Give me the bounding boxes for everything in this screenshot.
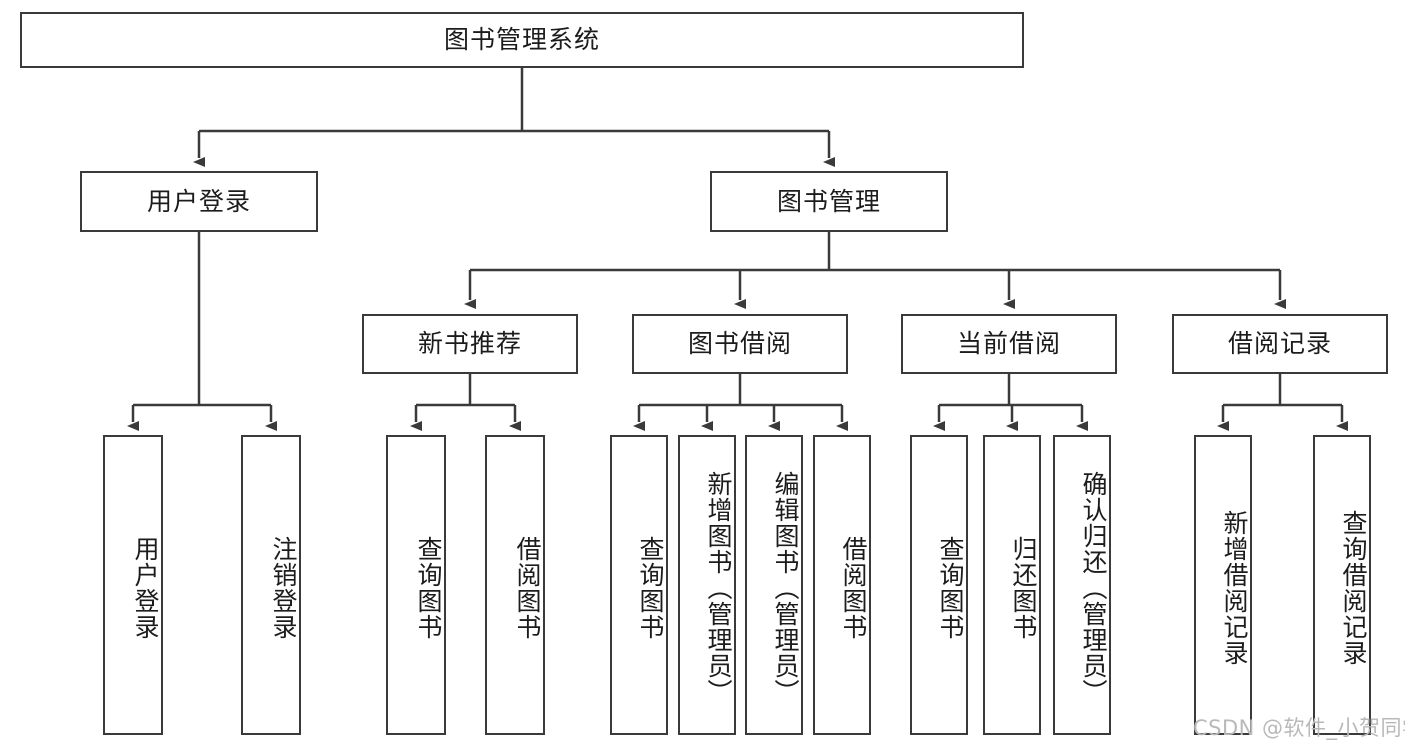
node-current-borrow-label: 当前借阅 [956,329,1061,358]
node-leaf-current-query-book[interactable]: 查询图书 [910,435,968,735]
csdn-watermark: CSDN @软件_小贺同学 [1193,716,1405,740]
node-leaf-borrow-query-book[interactable]: 查询图书 [610,435,668,735]
node-leaf-user-login[interactable]: 用户登录 [103,435,163,735]
node-leaf-borrow-query-book-label: 查询图书 [636,536,665,640]
node-leaf-recommend-query-book[interactable]: 查询图书 [386,435,446,735]
node-root[interactable]: 图书管理系统 [20,12,1024,68]
node-book-borrow-label: 图书借阅 [687,329,792,358]
node-root-label: 图书管理系统 [443,25,600,54]
node-leaf-current-return-book[interactable]: 归还图书 [983,435,1041,735]
node-borrow-record[interactable]: 借阅记录 [1172,314,1388,374]
node-current-borrow[interactable]: 当前借阅 [901,314,1117,374]
node-new-book-recommend[interactable]: 新书推荐 [362,314,578,374]
node-leaf-borrow-add-book-label: 新增图书（管理员） [704,471,733,705]
node-leaf-recommend-borrow-book[interactable]: 借阅图书 [485,435,545,735]
node-leaf-borrow-borrow-book-label: 借阅图书 [839,536,868,640]
node-leaf-record-add-label: 新增借阅记录 [1220,510,1249,666]
node-user-login[interactable]: 用户登录 [80,171,318,232]
node-leaf-record-add[interactable]: 新增借阅记录 [1194,435,1252,735]
node-user-login-label: 用户登录 [146,186,251,216]
node-leaf-recommend-borrow-book-label: 借阅图书 [513,536,542,640]
node-leaf-user-login-label: 用户登录 [131,536,160,640]
node-leaf-recommend-query-book-label: 查询图书 [414,536,443,640]
node-leaf-borrow-edit-book[interactable]: 编辑图书（管理员） [745,435,803,735]
node-leaf-current-return-book-label: 归还图书 [1009,536,1038,640]
node-leaf-record-query[interactable]: 查询借阅记录 [1313,435,1371,735]
node-leaf-user-logout-label: 注销登录 [269,536,298,640]
node-leaf-borrow-add-book[interactable]: 新增图书（管理员） [678,435,736,735]
node-borrow-record-label: 借阅记录 [1227,329,1332,358]
node-new-book-recommend-label: 新书推荐 [417,329,522,358]
node-leaf-borrow-edit-book-label: 编辑图书（管理员） [771,471,800,705]
node-book-borrow[interactable]: 图书借阅 [632,314,848,374]
node-leaf-borrow-borrow-book[interactable]: 借阅图书 [813,435,871,735]
node-book-manage[interactable]: 图书管理 [710,171,948,232]
node-book-manage-label: 图书管理 [776,186,881,216]
node-leaf-user-logout[interactable]: 注销登录 [241,435,301,735]
node-leaf-current-confirm-return-label: 确认归还（管理员） [1079,471,1108,705]
node-leaf-current-query-book-label: 查询图书 [936,536,965,640]
node-leaf-record-query-label: 查询借阅记录 [1339,510,1368,666]
node-leaf-current-confirm-return[interactable]: 确认归还（管理员） [1053,435,1111,735]
